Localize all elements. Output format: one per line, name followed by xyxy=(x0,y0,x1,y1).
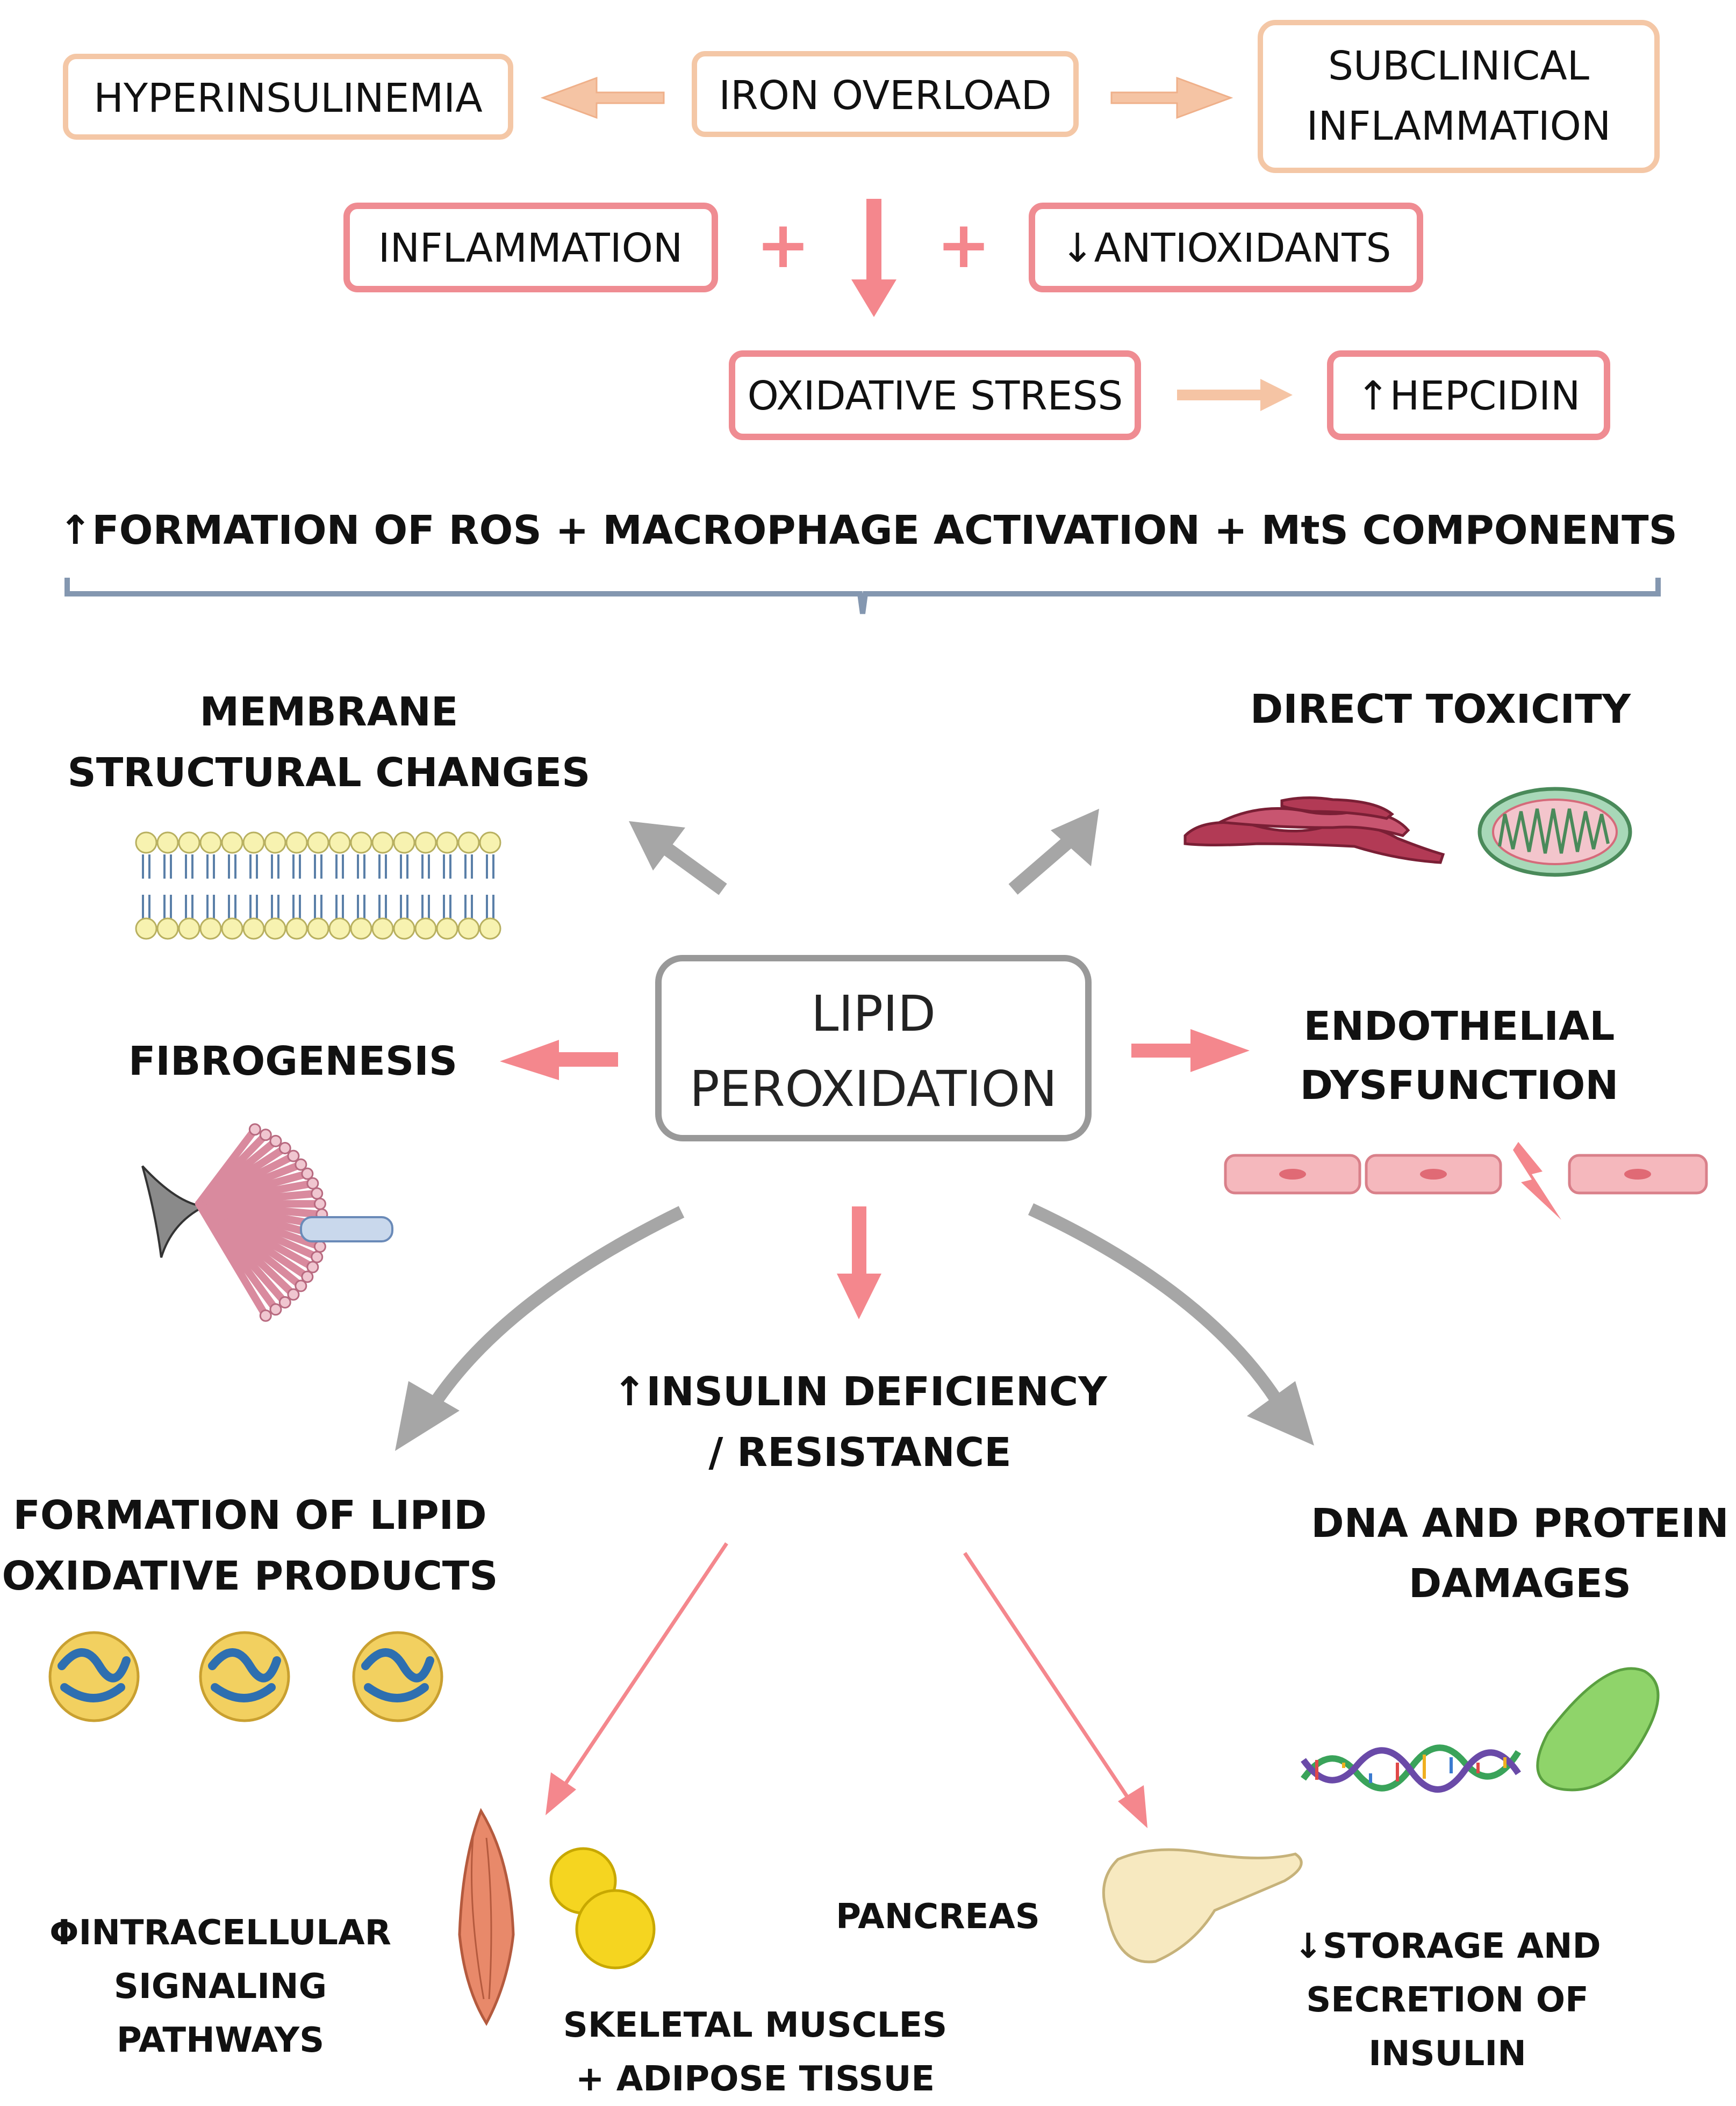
adipose-cells-icon xyxy=(549,1847,656,1970)
arrow-to-dna-damage xyxy=(1028,1203,1314,1446)
storage-label-line3: INSULIN xyxy=(1368,2034,1526,2074)
arrow-to-insulin xyxy=(837,1206,881,1319)
iron-overload-label: IRON OVERLOAD xyxy=(719,73,1051,119)
oxidative-stress-label: OXIDATIVE STRESS xyxy=(748,373,1123,419)
subclinical-label-line2: INFLAMMATION xyxy=(1307,103,1611,149)
skeletal-label-line2: + ADIPOSE TISSUE xyxy=(576,2059,935,2099)
arrow-to-endothelial xyxy=(1131,1029,1250,1072)
skeletal-muscle-icon xyxy=(458,1808,515,2026)
insulin-label-line2: / RESISTANCE xyxy=(708,1429,1011,1476)
subclinical-inflammation-box xyxy=(1258,20,1660,173)
summary-line: ↑FORMATION OF ROS + MACROPHAGE ACTIVATIO… xyxy=(59,507,1677,554)
down-arrow-iron xyxy=(851,199,896,317)
intracellular-label-line2: SIGNALING xyxy=(114,1967,327,2007)
protein-icon xyxy=(1536,1667,1660,1792)
arrow-to-skeletal xyxy=(546,1542,728,1815)
lipid-products-label-line1: FORMATION OF LIPID xyxy=(13,1492,486,1539)
arrow-to-direct-toxicity xyxy=(1008,809,1099,895)
intracellular-label-line3: PATHWAYS xyxy=(117,2021,324,2060)
lipid-products-label-line2: OXIDATIVE PRODUCTS xyxy=(2,1553,498,1599)
pancreas-label: PANCREAS xyxy=(836,1897,1040,1937)
inflammation-label: INFLAMMATION xyxy=(378,225,683,271)
collagen-fibrils-icon xyxy=(141,1123,393,1322)
hepcidin-label: ↑HEPCIDIN xyxy=(1357,373,1581,419)
insulin-label-line1: ↑INSULIN DEFICIENCY xyxy=(613,1369,1108,1415)
arrow-to-hepcidin xyxy=(1177,379,1293,411)
plus-sign-left: + xyxy=(756,208,810,283)
hyperinsulinemia-label: HYPERINSULINEMIA xyxy=(94,75,483,121)
arrow-to-pancreas xyxy=(963,1552,1147,1828)
arrow-to-membrane xyxy=(629,821,727,895)
endothelial-label-line1: ENDOTHELIAL xyxy=(1304,1003,1615,1050)
pancreas-icon xyxy=(1102,1848,1303,1964)
lipid-peroxidation-box xyxy=(655,955,1092,1141)
mitochondrion-icon xyxy=(1477,787,1632,877)
membrane-label-line2: STRUCTURAL CHANGES xyxy=(68,750,591,796)
lipid-peroxidation-line1: LIPID xyxy=(811,985,936,1043)
arrow-to-lipid-products xyxy=(395,1206,685,1451)
lipoprotein-particles-icon xyxy=(48,1631,443,1722)
antioxidants-label: ↓ANTIOXIDANTS xyxy=(1061,225,1391,271)
storage-label-line2: SECRETION OF xyxy=(1306,1980,1589,2020)
oxidative-stress-box xyxy=(729,350,1141,440)
intracellular-label-line1: ΦINTRACELLULAR xyxy=(49,1913,391,1953)
hepcidin-box xyxy=(1327,350,1610,440)
inflammation-box xyxy=(343,203,718,292)
membrane-label-line1: MEMBRANE xyxy=(200,689,458,735)
dna-damage-label-line2: DAMAGES xyxy=(1409,1561,1631,1607)
endothelial-label-line2: DYSFUNCTION xyxy=(1300,1062,1619,1109)
dna-damage-label-line1: DNA AND PROTEIN xyxy=(1311,1500,1728,1547)
membrane-bilayer-icon xyxy=(135,831,501,940)
endothelial-cells-icon xyxy=(1224,1142,1708,1220)
summary-bracket xyxy=(64,578,1661,614)
lipid-peroxidation-line2: PEROXIDATION xyxy=(690,1060,1057,1118)
plus-sign-right: + xyxy=(937,208,991,283)
iron-overload-box xyxy=(692,51,1079,137)
direct-toxicity-label: DIRECT TOXICITY xyxy=(1250,686,1632,732)
endoplasmic-reticulum-icon xyxy=(1183,796,1445,864)
hyperinsulinemia-box xyxy=(63,54,513,140)
dna-helix-icon xyxy=(1301,1744,1522,1793)
skeletal-label-line1: SKELETAL MUSCLES xyxy=(563,2006,948,2045)
antioxidants-box xyxy=(1029,203,1423,292)
arrow-to-subclinical xyxy=(1110,76,1233,119)
fibrogenesis-label: FIBROGENESIS xyxy=(128,1038,457,1084)
lightning-icon xyxy=(1513,1142,1561,1220)
arrow-to-fibrogenesis xyxy=(500,1040,618,1080)
storage-label-line1: ↓STORAGE AND xyxy=(1294,1927,1601,1966)
subclinical-label-line1: SUBCLINICAL xyxy=(1328,43,1589,89)
arrow-to-hyperinsulinemia xyxy=(540,76,665,119)
